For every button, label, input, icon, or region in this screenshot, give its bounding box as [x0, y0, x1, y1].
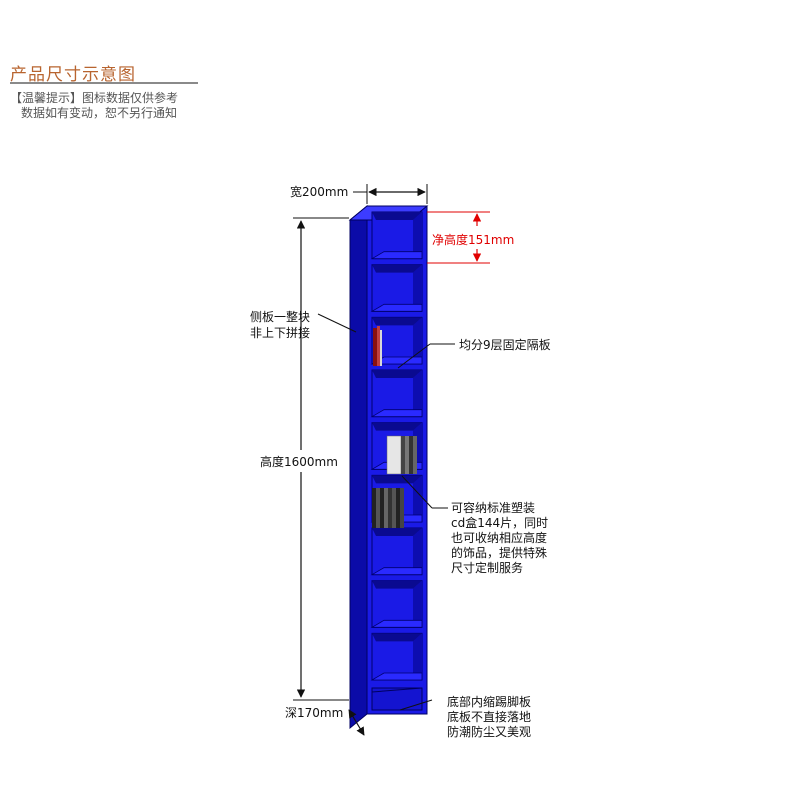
shelf-cell-inner-wall — [413, 370, 422, 417]
shelf-cell-inner-wall — [413, 528, 422, 575]
width-label: 宽200mm — [290, 184, 348, 199]
shelf-board — [370, 672, 423, 681]
shelf-cell — [370, 580, 423, 628]
kick-plate — [371, 687, 423, 711]
cd-cases-shelf-6 — [372, 488, 404, 528]
shelf-cell — [370, 632, 423, 681]
cd-cases-shelf-3 — [373, 326, 382, 366]
shelf-cell-ceiling — [372, 633, 422, 642]
shelf-board — [370, 303, 423, 312]
cabinet-side-panel — [349, 204, 368, 730]
base-note-line3: 防潮防尘又美观 — [447, 724, 531, 739]
shelf-cell-ceiling — [372, 475, 422, 484]
capacity-note-line2: cd盒144片，同时 — [451, 515, 548, 530]
base-note-line2: 底板不直接落地 — [447, 709, 531, 724]
hint-line-2: 数据如有变动，恕不另行通知 — [21, 106, 178, 120]
shelf-cell — [370, 527, 423, 576]
shelves-note: 均分9层固定隔板 — [397, 337, 551, 369]
base-note-line1: 底部内缩踢脚板 — [447, 694, 531, 709]
title-divider — [10, 82, 198, 84]
shelf-cell-inner-wall — [413, 317, 422, 364]
shelves-note-label: 均分9层固定隔板 — [459, 337, 551, 352]
shelf-cell-inner-wall — [413, 212, 422, 259]
shelf-cell-ceiling — [372, 212, 422, 220]
page-title: 产品尺寸示意图 — [10, 65, 136, 85]
shelf-board — [370, 567, 423, 576]
width-dimension: 宽200mm — [290, 184, 428, 204]
shelf-cell — [370, 211, 423, 260]
shelf-cell-ceiling — [372, 528, 422, 536]
cd-cases-shelf-5 — [386, 435, 417, 475]
height-dimension: 高度1600mm — [260, 217, 349, 701]
shelf-cell-inner-wall — [413, 633, 422, 680]
shelf-cell-inner-wall — [413, 580, 422, 628]
depth-label: 深170mm — [285, 706, 343, 720]
shelf-cell-ceiling — [372, 264, 422, 273]
shelf-board — [370, 409, 423, 418]
shelf-board — [370, 619, 423, 628]
kick-plate-edge — [371, 687, 423, 693]
net-height-dimension: 净高度151mm — [427, 211, 514, 264]
shelf-cell-ceiling — [372, 422, 422, 431]
capacity-note-line4: 的饰品，提供特殊 — [451, 545, 547, 560]
shelf-cell-inner-wall — [413, 475, 422, 522]
shelf-board — [370, 251, 423, 260]
shelf-cell-ceiling — [372, 580, 422, 589]
capacity-note-line3: 也可收纳相应高度 — [451, 530, 547, 545]
base-note: 底部内缩踢脚板 底板不直接落地 防潮防尘又美观 — [399, 694, 531, 739]
capacity-note-line5: 尺寸定制服务 — [451, 560, 523, 575]
shelf-cell-inner-wall — [413, 264, 422, 312]
hint-line-1: 【温馨提示】图标数据仅供参考 — [10, 91, 179, 105]
side-panel-note-line2: 非上下拼接 — [250, 325, 310, 340]
shelf-cell — [370, 264, 423, 312]
capacity-note-line1: 可容纳标准塑装 — [451, 500, 535, 515]
shelf-cell — [370, 369, 423, 418]
capacity-note: 可容纳标准塑装 cd盒144片，同时 也可收纳相应高度 的饰品，提供特殊 尺寸定… — [401, 475, 548, 575]
depth-dimension: 深170mm — [285, 706, 365, 736]
net-height-label: 净高度151mm — [432, 232, 514, 247]
shelf-cell-ceiling — [372, 370, 422, 378]
height-label: 高度1600mm — [260, 454, 338, 469]
side-panel-note: 侧板一整块 非上下拼接 — [250, 309, 357, 340]
shelf-cell-ceiling — [372, 317, 422, 326]
side-panel-note-line1: 侧板一整块 — [250, 309, 310, 324]
